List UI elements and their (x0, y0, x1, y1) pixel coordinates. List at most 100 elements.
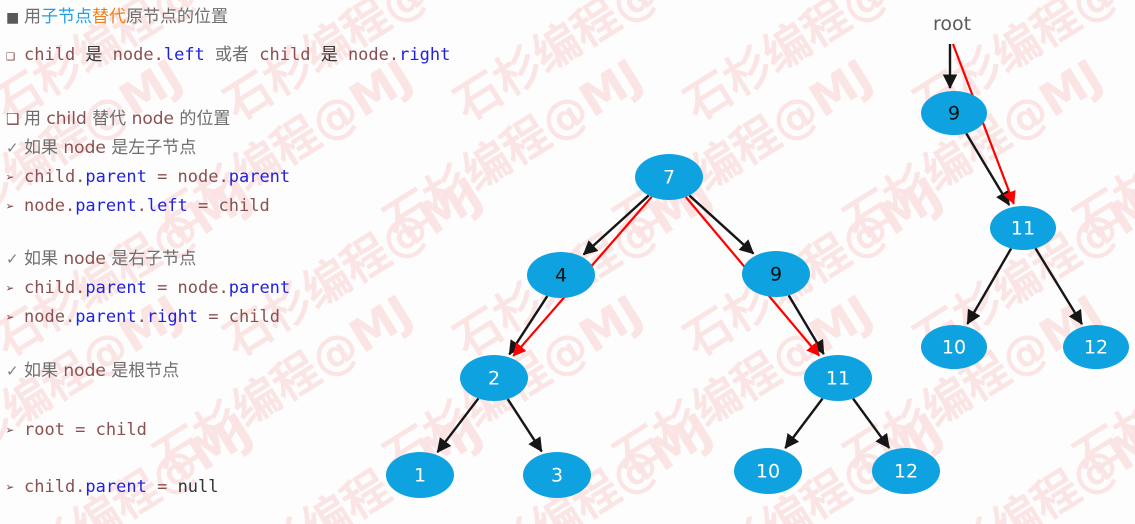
edge-11-10 (966, 247, 1013, 325)
bullet-arrow-icon: ➢ (6, 480, 15, 496)
outline-text-span: 替代 (92, 7, 126, 27)
outline-text-span: 是 (320, 45, 338, 65)
outline-line: ❑用 child 替代 node 的位置 (6, 110, 230, 129)
outline-text-span: = child (187, 196, 270, 216)
edge-2-3 (506, 398, 543, 453)
outline-text-span: null (177, 477, 219, 497)
outline-text-span: node (63, 138, 106, 158)
edge-2-1 (436, 397, 480, 453)
outline-text-span: = (146, 477, 178, 497)
outline-text-span: root = child (24, 420, 147, 440)
outline-text-span: child (24, 45, 86, 65)
outline-text-span: parent (85, 167, 147, 187)
root-tree-node-label: 10 (942, 337, 966, 359)
outline-text-span: . (136, 307, 147, 327)
edge-11-10 (784, 397, 824, 449)
bullet-check-icon: ✓ (6, 362, 19, 380)
bullet-arrow-icon: ➢ (6, 170, 15, 186)
outline-text-span: parent (228, 167, 291, 187)
edge-7-4 (582, 194, 650, 256)
outline-line: ➢root = child (6, 421, 147, 441)
outline-text-span: right (399, 45, 451, 65)
outline-text-span: node. (24, 307, 76, 327)
root-tree-node-9 (921, 91, 987, 135)
root-tree-edges (942, 44, 1083, 325)
outline-text-column: ■用子节点替代原节点的位置❑child 是 node.left 或者 child… (0, 0, 470, 524)
bullet-square-open-icon: ❑ (6, 110, 20, 128)
outline-text-span: child (249, 45, 321, 65)
main-tree-node-label: 10 (756, 461, 780, 483)
main-tree-node-3 (523, 452, 591, 498)
edge-7-9 (688, 194, 755, 255)
outline-text-span: 原节点的位置 (126, 7, 228, 27)
outline-text-span: right (146, 307, 199, 327)
outline-line: ➢node.parent.right = child (6, 308, 280, 328)
edge-4-2 (508, 295, 549, 356)
outline-text-span: node (131, 109, 175, 129)
outline-text-span: parent (85, 477, 147, 497)
main-tree-node-11 (804, 355, 872, 401)
root-tree-node-11 (990, 206, 1056, 250)
bullet-check-icon: ✓ (6, 250, 19, 268)
outline-text-span: 用 (24, 109, 47, 129)
outline-text-span: node (63, 249, 106, 269)
outline-line: ✓如果 node 是右子节点 (6, 250, 196, 269)
outline-text-span: 用 (24, 7, 41, 27)
main-tree-edges (436, 194, 891, 453)
outline-line: ❑child 是 node.left 或者 child 是 node.right (6, 46, 450, 65)
root-tree-nodes: 9 11 10 12 (921, 91, 1129, 369)
root-tree-node-label: 11 (1011, 218, 1035, 240)
main-tree-node-10 (734, 448, 802, 494)
outline-text-span: = child (198, 307, 280, 327)
edge-9-11 (965, 132, 1011, 206)
outline-text-span: 是 (85, 45, 103, 65)
root-label: root (933, 13, 971, 35)
outline-text-span: node. (337, 45, 400, 65)
main-tree-node-label: 1 (414, 465, 426, 487)
outline-text-span: node. (24, 196, 76, 216)
outline-text-span: child. (24, 278, 86, 298)
outline-line: ➢child.parent = node.parent (6, 279, 290, 299)
outline-text-span: 是左子节点 (105, 138, 197, 158)
outline-line: ➢ child.parent = null (6, 478, 219, 498)
edge-11-12 (852, 397, 891, 449)
outline-text-span: parent (75, 196, 137, 216)
outline-line: ✓如果 node 是左子节点 (6, 139, 196, 158)
root-tree-highlight-edges (951, 43, 1016, 205)
bullet-square-filled-icon: ■ (6, 10, 20, 26)
outline-text-span: 替代 (86, 109, 132, 129)
outline-text-span: 或者 (215, 45, 250, 65)
outline-text-span: left (163, 45, 205, 65)
outline-text-span: node (63, 361, 106, 381)
main-tree-node-4 (527, 252, 595, 298)
outline-text-span: 如果 (24, 249, 64, 269)
main-tree-node-label: 2 (488, 368, 500, 390)
root-tree-node-12 (1063, 325, 1129, 369)
outline-text-span: child. (24, 477, 86, 497)
outline-text-span: 子节点 (41, 7, 92, 27)
root-pointer-group: root (933, 13, 971, 35)
outline-line: ✓如果 node 是根节点 (6, 362, 179, 381)
outline-text-span: = node. (146, 167, 229, 187)
outline-text-span: 的位置 (174, 109, 231, 129)
outline-line: ➢node.parent.left = child (6, 197, 270, 217)
bullet-check-icon: ✓ (6, 139, 19, 157)
root-tree-node-label: 12 (1084, 337, 1108, 359)
outline-line: ■用子节点替代原节点的位置 (6, 8, 228, 28)
outline-text-span: child. (24, 167, 86, 187)
outline-text-span: parent (85, 278, 147, 298)
main-tree-node-label: 9 (770, 264, 782, 286)
outline-text-span: node. (102, 45, 164, 65)
main-tree-node-7 (635, 154, 703, 200)
outline-line: ➢child.parent = node.parent (6, 168, 290, 188)
root-tree-node-label: 9 (948, 103, 960, 125)
bullet-arrow-icon: ➢ (6, 199, 15, 215)
bullet-arrow-icon: ➢ (6, 281, 15, 297)
highlight-root-pointer (951, 43, 1016, 205)
main-tree-node-label: 11 (826, 368, 850, 390)
outline-text-span: . (136, 196, 147, 216)
bullet-arrow-icon: ➢ (6, 310, 15, 326)
